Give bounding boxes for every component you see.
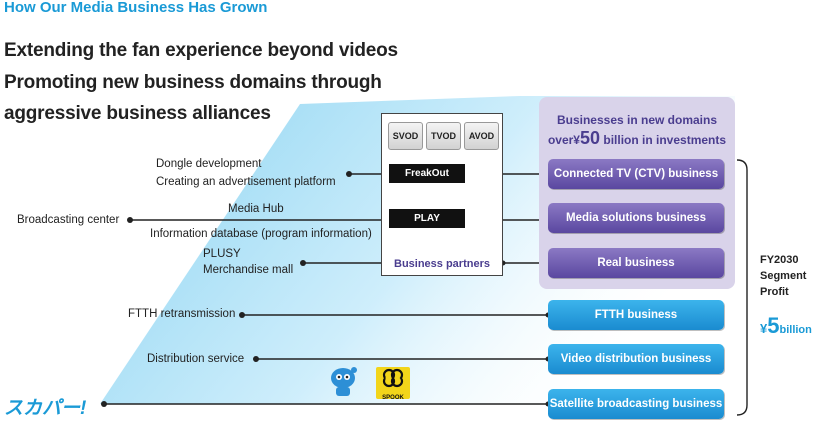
label-ftth-retransmission: FTTH retransmission	[128, 308, 236, 320]
dot-ftth	[239, 312, 245, 318]
target-value: 5	[767, 313, 780, 338]
avod-badge: AVOD	[464, 122, 499, 150]
investment-suffix: billion in investments	[603, 133, 727, 147]
target-fy2030: FY2030	[760, 254, 799, 266]
investment-amount: 50	[579, 128, 601, 148]
video-distribution-business-box: Video distribution business	[548, 344, 724, 374]
target-unit: billion	[779, 324, 812, 336]
label-distribution-service: Distribution service	[147, 353, 245, 365]
profit-bracket	[736, 159, 748, 416]
label-merchandise-mall: Merchandise mall	[203, 264, 294, 276]
headline-line-2: Promoting new business domains through	[4, 72, 382, 93]
play-logo: PLAY	[389, 209, 465, 228]
real-business-box: Real business	[548, 248, 724, 278]
new-domains-title: Businesses in new domains	[556, 113, 718, 127]
target-amount: ¥5billion	[760, 313, 812, 339]
media-solutions-business-box: Media solutions business	[548, 203, 724, 233]
tvod-badge: TVOD	[426, 122, 461, 150]
label-broadcasting-center: Broadcasting center	[17, 214, 120, 226]
dot-dongle	[346, 171, 352, 177]
headline-line-3: aggressive business alliances	[4, 103, 271, 124]
mascot-icon	[331, 367, 357, 396]
dot-plusy	[300, 260, 306, 266]
dot-satellite	[101, 401, 107, 407]
label-info-database: Information database (program informatio…	[150, 228, 372, 240]
business-partners-label: Business partners	[394, 258, 490, 270]
target-segment: Segment	[760, 270, 807, 282]
ftth-business-box: FTTH business	[548, 300, 724, 330]
satellite-broadcasting-business-box: Satellite broadcasting business	[548, 389, 724, 419]
investment-prefix: over	[547, 133, 574, 147]
investment-currency: ¥	[573, 133, 580, 147]
dot-broadcast	[127, 217, 133, 223]
label-media-hub: Media Hub	[228, 203, 284, 215]
freakout-logo: FreakOut	[389, 164, 465, 183]
target-profit: Profit	[760, 286, 789, 298]
spook-icon: SPOOK	[376, 367, 410, 401]
svod-badge: SVOD	[388, 122, 423, 150]
spook-label: SPOOK	[382, 395, 404, 401]
spook-symbol	[382, 368, 404, 388]
page-heading: How Our Media Business Has Grown	[4, 0, 268, 16]
dot-distribution	[253, 356, 259, 362]
label-ad-platform: Creating an advertisement platform	[156, 176, 336, 188]
label-plusy: PLUSY	[203, 248, 241, 260]
target-currency: ¥	[760, 321, 768, 336]
label-dongle-development: Dongle development	[156, 158, 262, 170]
ctv-business-box: Connected TV (CTV) business	[548, 159, 724, 189]
skyperfect-logo: スカパー!	[4, 398, 87, 419]
headline-line-1: Extending the fan experience beyond vide…	[4, 40, 398, 61]
new-domains-investment: over¥50 billion in investments	[539, 128, 735, 149]
